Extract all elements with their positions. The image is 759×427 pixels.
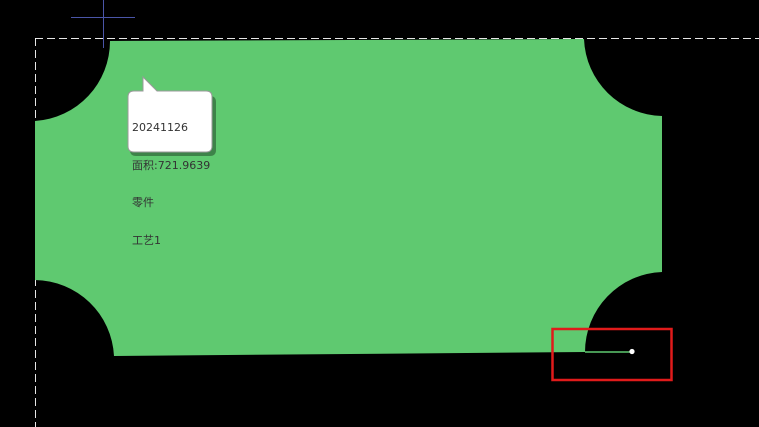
tooltip-part-type: 零件 — [132, 196, 154, 209]
selection-highlight-box — [551, 327, 673, 382]
pierce-point-marker[interactable] — [629, 348, 635, 355]
part-info-tooltip-text: 20241126 面积:721.9639 零件 工艺1 — [132, 97, 210, 260]
part-shape[interactable] — [35, 39, 662, 356]
tooltip-date: 20241126 — [132, 121, 188, 134]
tooltip-bubble — [127, 75, 213, 153]
tooltip-area: 面积:721.9639 — [132, 158, 211, 172]
tooltip-process: 工艺1 — [132, 233, 161, 247]
part-info-tooltip — [127, 75, 216, 156]
